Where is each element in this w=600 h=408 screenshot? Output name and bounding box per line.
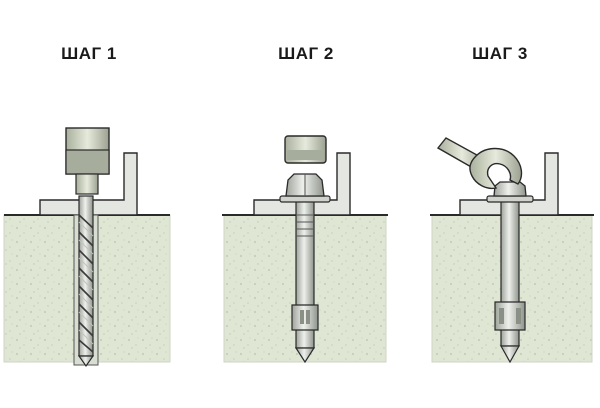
drill-icon: [65, 127, 110, 195]
step-2-panel: [222, 135, 388, 364]
step-2-title: ШАГ 2: [278, 44, 334, 63]
socket-icon: [284, 135, 327, 164]
drill-bit: [77, 195, 95, 368]
anchor-bolt: [494, 189, 526, 364]
step-1-panel: [3, 127, 171, 368]
nut: [279, 173, 331, 203]
wrench-icon: [436, 137, 523, 190]
anchor-bolt: [291, 199, 319, 364]
step-3-panel: [430, 137, 594, 364]
step-1-title: ШАГ 1: [61, 44, 117, 63]
step-3-title: ШАГ 3: [472, 44, 528, 63]
